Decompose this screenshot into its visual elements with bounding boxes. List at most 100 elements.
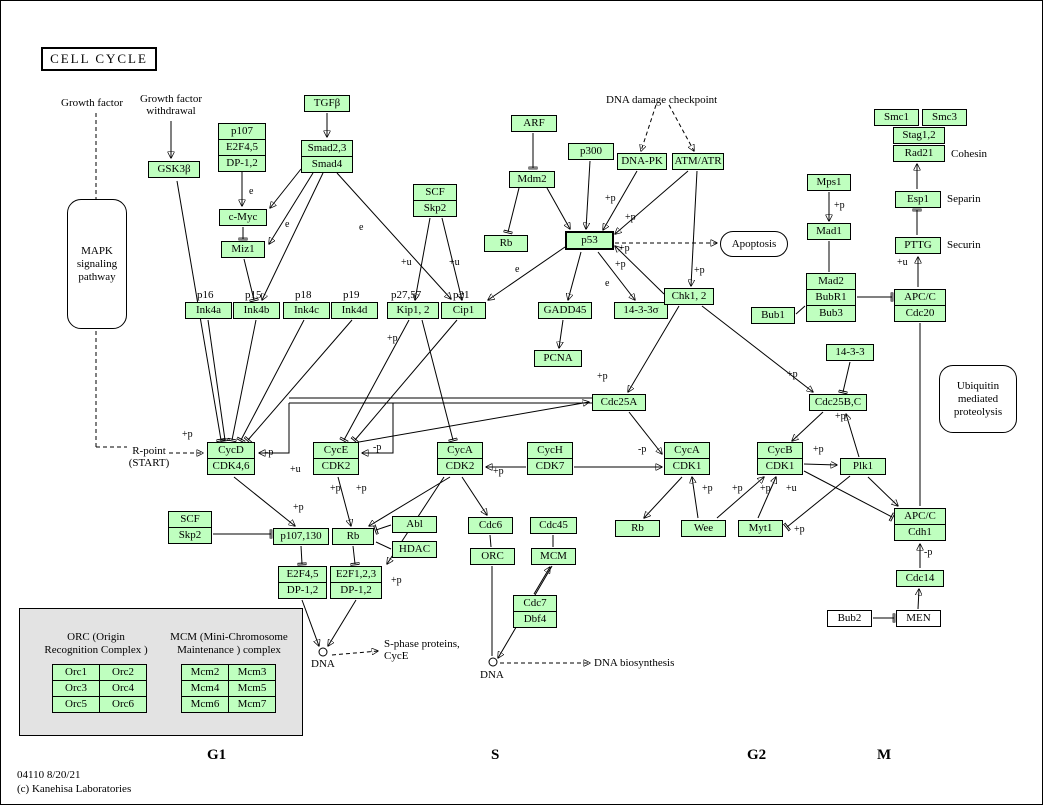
pathway-ubiquitin-proteolysis[interactable]: Ubiquitin mediated proteolysis: [939, 365, 1017, 433]
node-dp12-low2[interactable]: DP-1,2: [330, 582, 382, 599]
node-cdk7[interactable]: CDK7: [527, 458, 573, 475]
node-cdk46[interactable]: CDK4,6: [207, 458, 255, 475]
node-dp12-low1[interactable]: DP-1,2: [278, 582, 327, 599]
node-miz1[interactable]: Miz1: [221, 241, 265, 258]
withdrawal-line2: withdrawal: [146, 105, 196, 117]
node-chk12[interactable]: Chk1, 2: [664, 288, 714, 305]
node-e2f45-top[interactable]: E2F4,5: [218, 139, 266, 156]
node-bub2[interactable]: Bub2: [827, 610, 872, 627]
node-cdk1-g2[interactable]: CDK1: [664, 458, 710, 475]
node-apcc-cdh1[interactable]: APC/C: [894, 508, 946, 525]
node-cdc45[interactable]: Cdc45: [530, 517, 577, 534]
node-bubr1[interactable]: BubR1: [806, 289, 856, 306]
node-ink4a[interactable]: Ink4a: [185, 302, 232, 319]
node-mad2[interactable]: Mad2: [806, 273, 856, 290]
node-p53[interactable]: p53: [565, 231, 614, 250]
node-tgfb[interactable]: TGFβ: [304, 95, 350, 112]
node-apcc-cdc20[interactable]: APC/C: [894, 289, 946, 306]
node-pcna[interactable]: PCNA: [534, 350, 582, 367]
node-e2f45-low[interactable]: E2F4,5: [278, 566, 327, 583]
node-skp2-low[interactable]: Skp2: [168, 527, 212, 544]
node-hdac[interactable]: HDAC: [392, 541, 437, 558]
node-rb-mid[interactable]: Rb: [332, 528, 374, 545]
node-smad23[interactable]: Smad2,3: [301, 140, 353, 157]
node-e2f123[interactable]: E2F1,2,3: [330, 566, 382, 583]
node-mcm6[interactable]: Mcm6: [181, 696, 229, 713]
node-mad1[interactable]: Mad1: [807, 223, 851, 240]
node-rb-top[interactable]: Rb: [484, 235, 528, 252]
node-smad4[interactable]: Smad4: [301, 156, 353, 173]
node-mcm3[interactable]: Mcm3: [228, 664, 276, 681]
node-men[interactable]: MEN: [896, 610, 941, 627]
node-p300[interactable]: p300: [568, 143, 614, 160]
node-cyce[interactable]: CycE: [313, 442, 359, 459]
node-wee[interactable]: Wee: [681, 520, 726, 537]
node-cdk1-m[interactable]: CDK1: [757, 458, 803, 475]
mapk-line3: pathway: [78, 270, 116, 283]
node-pttg[interactable]: PTTG: [895, 237, 941, 254]
node-bub3[interactable]: Bub3: [806, 305, 856, 322]
node-plk1[interactable]: Plk1: [840, 458, 886, 475]
node-orc4[interactable]: Orc4: [99, 680, 147, 697]
node-14-3-3-sigma[interactable]: 14-3-3σ: [614, 302, 668, 319]
node-esp1[interactable]: Esp1: [895, 191, 941, 208]
node-orc1[interactable]: Orc1: [52, 664, 100, 681]
node-cmyc[interactable]: c-Myc: [219, 209, 267, 226]
node-cyca-s[interactable]: CycA: [437, 442, 483, 459]
node-bub1[interactable]: Bub1: [751, 307, 795, 324]
node-mcm4[interactable]: Mcm4: [181, 680, 229, 697]
node-dbf4[interactable]: Dbf4: [513, 611, 557, 628]
node-cdc25a[interactable]: Cdc25A: [592, 394, 646, 411]
node-mcm7[interactable]: Mcm7: [228, 696, 276, 713]
node-orc3[interactable]: Orc3: [52, 680, 100, 697]
node-cycb[interactable]: CycB: [757, 442, 803, 459]
node-myt1[interactable]: Myt1: [738, 520, 783, 537]
node-scf-low[interactable]: SCF: [168, 511, 212, 528]
node-ink4c[interactable]: Ink4c: [283, 302, 330, 319]
pathway-mapk-signaling[interactable]: MAPK signaling pathway: [67, 199, 127, 329]
node-cych[interactable]: CycH: [527, 442, 573, 459]
node-cdk2-s[interactable]: CDK2: [437, 458, 483, 475]
node-rad21[interactable]: Rad21: [893, 145, 945, 162]
node-cip1[interactable]: Cip1: [441, 302, 486, 319]
node-cdc20[interactable]: Cdc20: [894, 305, 946, 322]
node-cycd[interactable]: CycD: [207, 442, 255, 459]
node-cdc6[interactable]: Cdc6: [468, 517, 513, 534]
node-smc1[interactable]: Smc1: [874, 109, 919, 126]
node-stag12[interactable]: Stag1,2: [893, 127, 945, 144]
node-orc5[interactable]: Orc5: [52, 696, 100, 713]
node-orc[interactable]: ORC: [470, 548, 515, 565]
node-orc2[interactable]: Orc2: [99, 664, 147, 681]
node-abl[interactable]: Abl: [392, 516, 437, 533]
node-gadd45[interactable]: GADD45: [538, 302, 592, 319]
node-arf[interactable]: ARF: [511, 115, 557, 132]
node-gsk3b[interactable]: GSK3β: [148, 161, 200, 178]
node-mdm2[interactable]: Mdm2: [509, 171, 555, 188]
node-ink4d[interactable]: Ink4d: [331, 302, 378, 319]
node-mcm5[interactable]: Mcm5: [228, 680, 276, 697]
node-orc6[interactable]: Orc6: [99, 696, 147, 713]
node-cdc14[interactable]: Cdc14: [896, 570, 944, 587]
node-p107-top[interactable]: p107: [218, 123, 266, 140]
pathway-apoptosis[interactable]: Apoptosis: [720, 231, 788, 257]
node-dp12-top[interactable]: DP-1,2: [218, 155, 266, 172]
node-rb-right[interactable]: Rb: [615, 520, 660, 537]
node-smc3[interactable]: Smc3: [922, 109, 967, 126]
node-ink4b[interactable]: Ink4b: [233, 302, 280, 319]
node-mcm2[interactable]: Mcm2: [181, 664, 229, 681]
node-cdc7[interactable]: Cdc7: [513, 595, 557, 612]
edge-label-minus-p: -p: [924, 547, 933, 558]
node-cdc25bc[interactable]: Cdc25B,C: [809, 394, 867, 411]
node-p107-130[interactable]: p107,130: [273, 528, 329, 545]
node-cdk2-e[interactable]: CDK2: [313, 458, 359, 475]
node-atm-atr[interactable]: ATM/ATR: [672, 153, 724, 170]
node-cyca-g2[interactable]: CycA: [664, 442, 710, 459]
node-kip12[interactable]: Kip1, 2: [387, 302, 439, 319]
node-cdh1[interactable]: Cdh1: [894, 524, 946, 541]
node-dnapk[interactable]: DNA-PK: [617, 153, 667, 170]
node-14-3-3[interactable]: 14-3-3: [826, 344, 874, 361]
node-scf-top[interactable]: SCF: [413, 184, 457, 201]
node-mcm[interactable]: MCM: [531, 548, 576, 565]
node-skp2-top[interactable]: Skp2: [413, 200, 457, 217]
node-mps1[interactable]: Mps1: [807, 174, 851, 191]
